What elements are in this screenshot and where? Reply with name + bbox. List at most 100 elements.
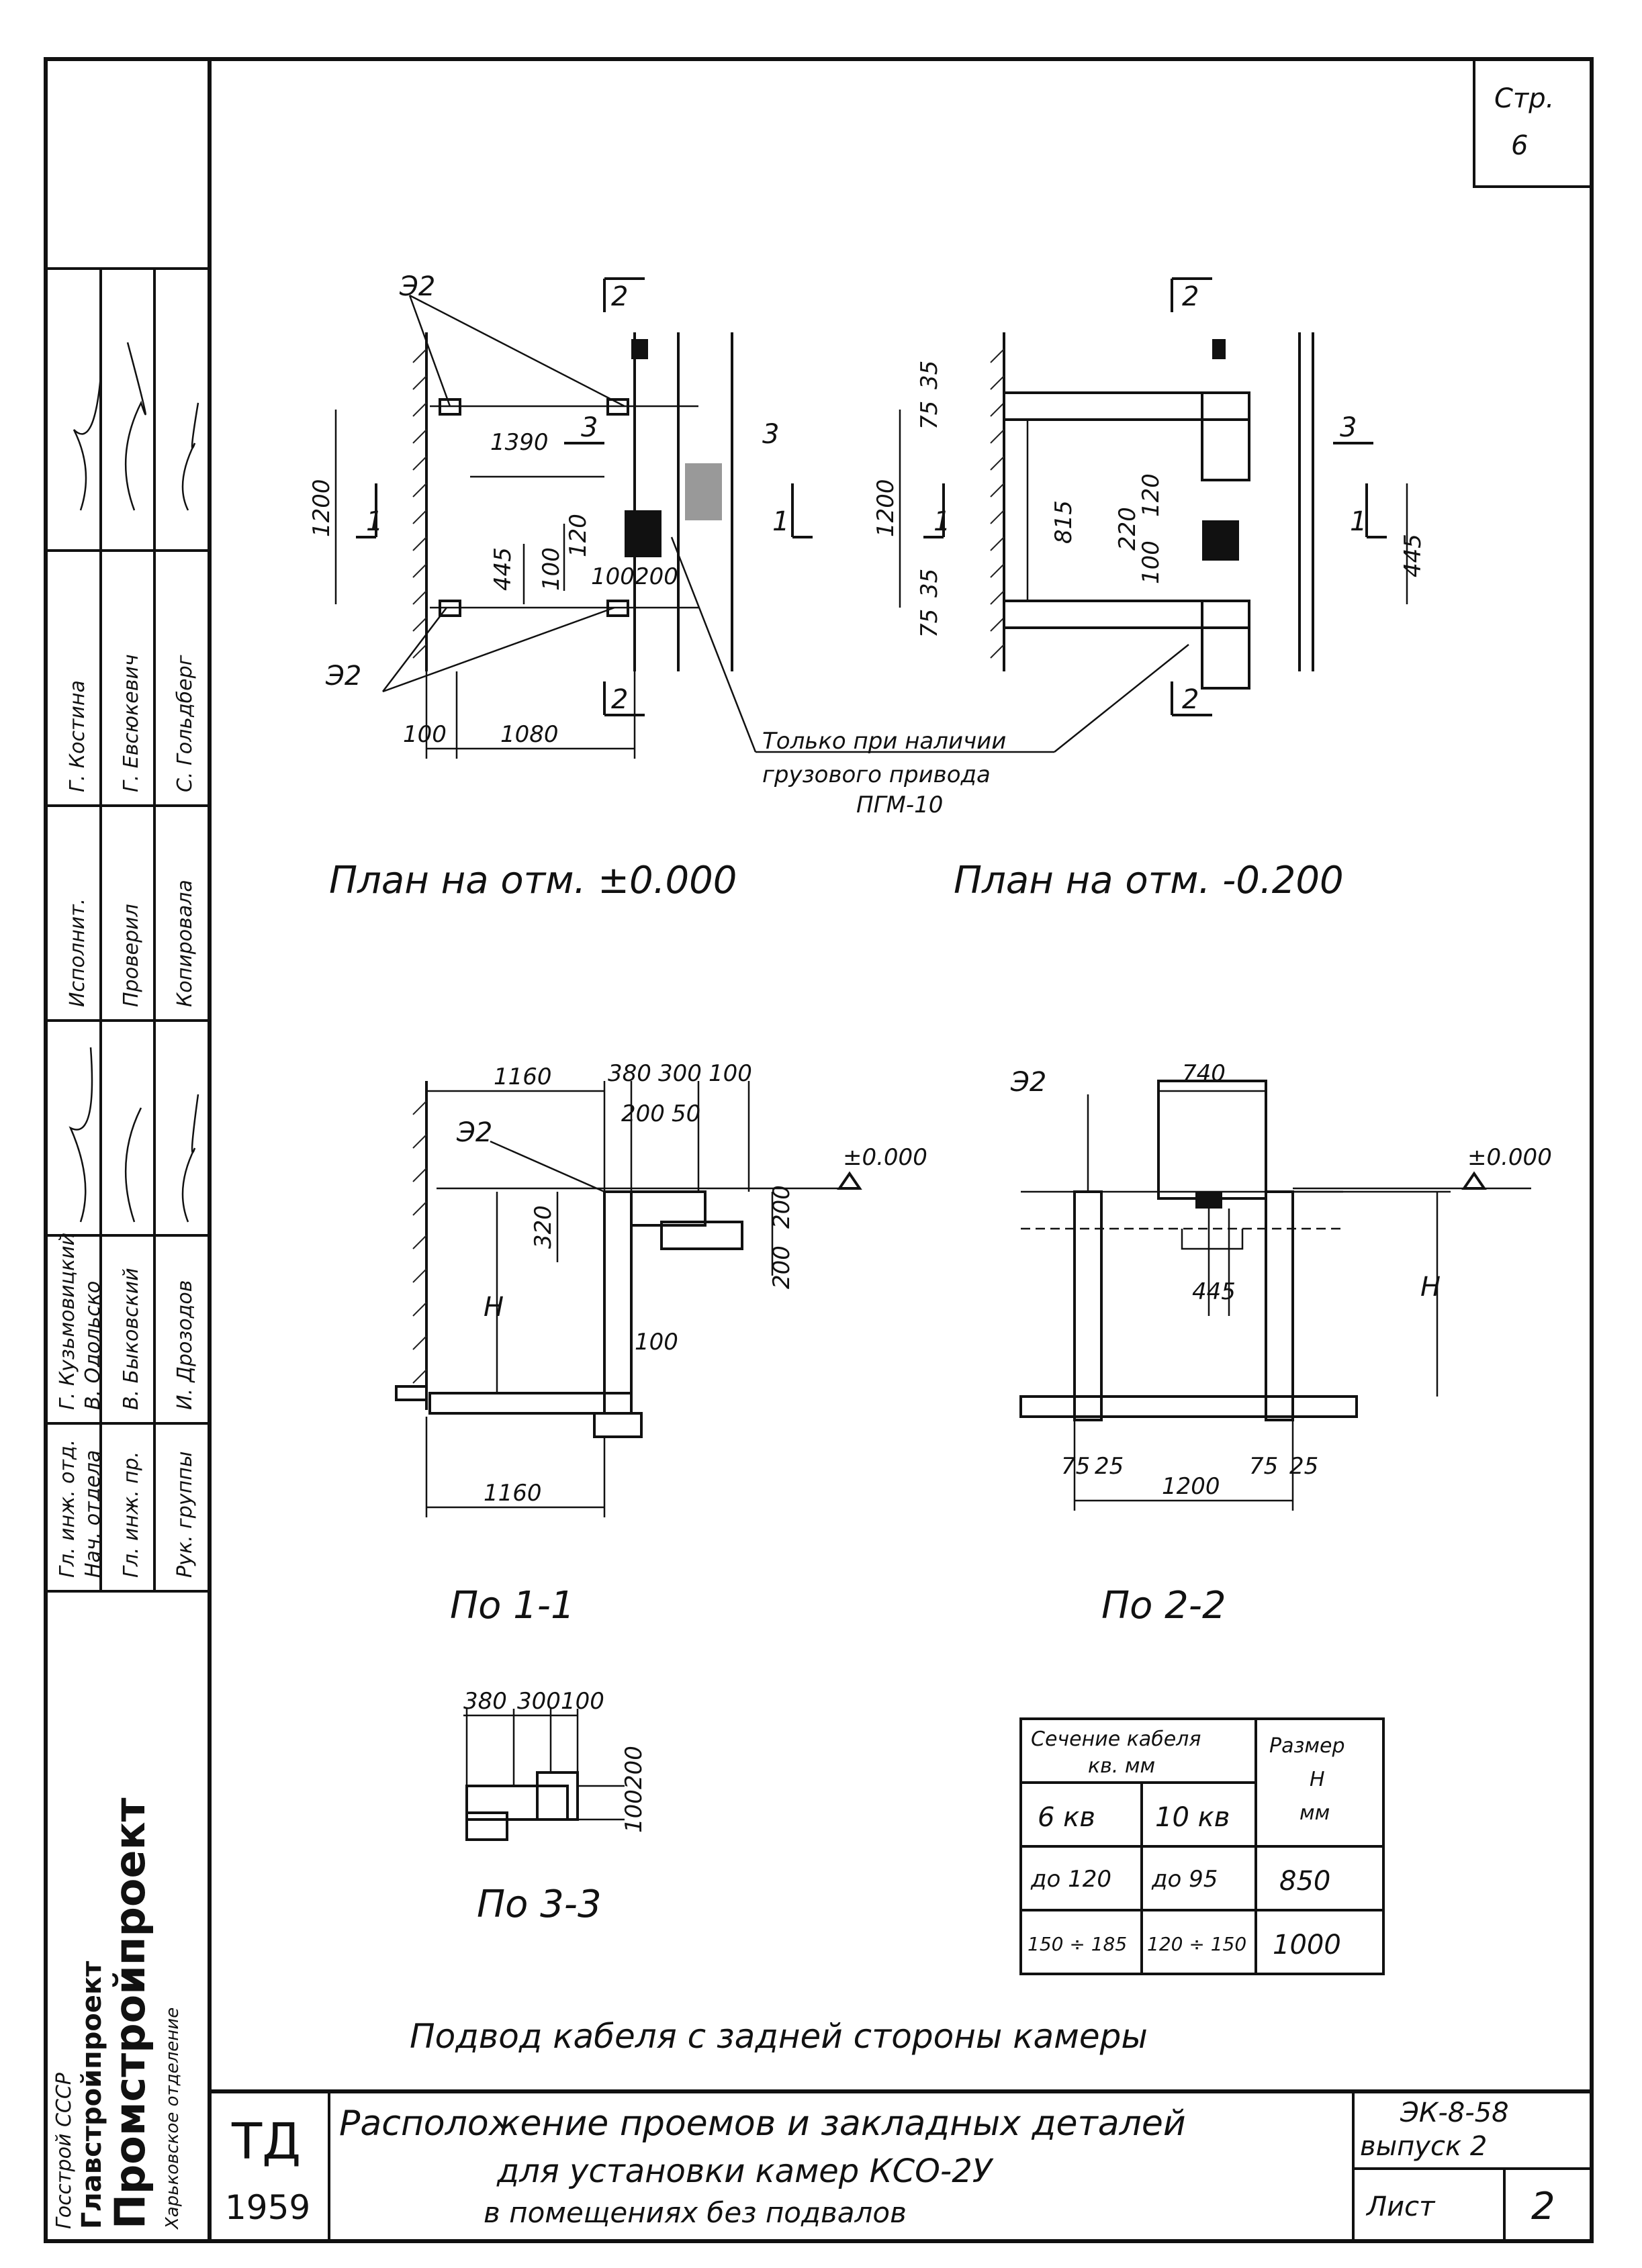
cable-table: Сечение кабеля кв. мм Размер H мм 6 кв 1…: [1019, 1717, 1385, 1975]
s11-dim-200b: 200: [768, 1185, 795, 1229]
s33-dim-200: 200: [621, 1746, 647, 1789]
pr-dim-445: 445: [1400, 534, 1426, 577]
s11-dim-200a: 200: [621, 1100, 665, 1127]
s11-dim-300: 300: [658, 1060, 702, 1087]
table-r2-c3: 1000: [1273, 1930, 1341, 1960]
pl-dim-445: 445: [490, 547, 516, 591]
pl-dim-1390: 1390: [490, 429, 549, 456]
pr-sec1-right: 1: [1350, 506, 1367, 537]
s33-dim-300: 300: [517, 1688, 561, 1715]
pr-sec2-top: 2: [1182, 281, 1199, 312]
note-line-1: Только при наличии: [762, 728, 1006, 755]
s11-dim-1160-bottom: 1160: [484, 1480, 542, 1507]
signature-group-lower: [69, 1047, 199, 1223]
pl-dim-100a: 100: [538, 547, 565, 591]
title-block: ТД 1959 Расположение проемов и закладных…: [210, 2089, 1592, 2241]
s22-dim-740: 740: [1182, 1060, 1226, 1087]
stamp-name-5: Г. Костина: [66, 680, 89, 792]
s33-dim-100b: 100: [621, 1789, 647, 1833]
title-code-1: ТД: [231, 2113, 301, 2171]
s22-label-e2: Э2: [1010, 1067, 1046, 1098]
stamp-role-6: Проверил: [120, 904, 143, 1007]
title-code-2: 1959: [225, 2188, 310, 2227]
table-r2-c1: 150 ÷ 185: [1028, 1933, 1127, 1955]
s22-level: ±0.000: [1467, 1144, 1552, 1171]
pr-dim-75a: 75: [916, 401, 943, 430]
table-header-left-1: Сечение кабеля: [1031, 1728, 1201, 1751]
s33-dim-100: 100: [561, 1688, 604, 1715]
title-sheet-number: 2: [1531, 2185, 1555, 2228]
stamp-role-2: Нач. отдела: [81, 1450, 105, 1578]
s11-dim-380: 380: [608, 1060, 651, 1087]
stamp-role-4: Рук. группы: [173, 1451, 197, 1578]
pl-dim-100b: 100: [591, 563, 635, 590]
plan-right-caption: План на отм. -0.200: [954, 859, 1344, 902]
table-sub-6kv: 6 кв: [1038, 1802, 1095, 1833]
sheet-ref-label: Стр.: [1494, 83, 1554, 114]
table-header-left-2: кв. мм: [1088, 1754, 1155, 1778]
stamp-name-3: В. Быковский: [120, 1268, 143, 1410]
s11-dim-320: 320: [530, 1205, 557, 1249]
s33-caption: По 3-3: [477, 1883, 602, 1926]
pr-dim-1200: 1200: [872, 479, 899, 537]
org-line-1: Госстрой СССР: [52, 2072, 76, 2229]
note-line-2: грузового привода: [762, 761, 991, 788]
title-sheet-label: Лист: [1365, 2191, 1436, 2222]
plan-top-left: Э2 Э2 1390 3 3 1200 1 1 445 100 120 100 …: [308, 271, 813, 902]
pl-sec1-left: 1: [366, 506, 383, 537]
pr-dim-35b: 35: [916, 569, 943, 598]
note-group: Только при наличии грузового привода ПГМ…: [670, 536, 1189, 818]
s22-dim-25b: 25: [1289, 1453, 1318, 1480]
s11-label-h: H: [484, 1292, 504, 1323]
title-line-3: в помещениях без подвалов: [484, 2196, 907, 2229]
sheet-ref-box: Стр. 6: [1473, 58, 1593, 188]
pr-dim-120: 120: [1138, 473, 1165, 517]
s22-label-h: H: [1420, 1272, 1441, 1303]
pl-dim-1080: 1080: [500, 721, 559, 748]
section-2-2: Э2 740 ±0.000 445 H 75 25 75 25 1200 По …: [1010, 1060, 1552, 1627]
org-line-3: Промстройпроект: [105, 1797, 154, 2229]
pr-sec2-bottom: 2: [1182, 684, 1199, 715]
stamp-role-1: Гл. инж. отд.: [56, 1439, 79, 1578]
pr-dim-100: 100: [1138, 540, 1165, 584]
plan-left-caption: План на отм. ±0.000: [329, 859, 737, 902]
stamp-name-1: Г. Кузьмовицкий: [56, 1233, 79, 1410]
pl-dim-1200: 1200: [308, 479, 335, 537]
pr-sec1-left: 1: [933, 506, 950, 537]
pl-sec2-top: 2: [611, 281, 628, 312]
stamp-role-5: Исполнит.: [66, 898, 89, 1007]
s11-label-e2: Э2: [456, 1117, 492, 1148]
pr-dim-35a: 35: [916, 361, 943, 389]
table-header-right-1: Размер: [1269, 1734, 1345, 1758]
pl-dim-120: 120: [565, 514, 592, 557]
stamp-role-7: Копировала: [173, 880, 197, 1007]
org-line-2: Главстройпроект: [77, 1960, 107, 2229]
org-line-4: Харьковское отделение: [163, 2007, 183, 2230]
stamp-name-4: И. Дрозодов: [173, 1280, 197, 1410]
table-r1-c1: до 120: [1030, 1866, 1111, 1893]
pr-dim-220: 220: [1114, 507, 1141, 551]
table-sub-10kv: 10 кв: [1155, 1802, 1230, 1833]
stamp-name-2: В. Одольско: [81, 1281, 105, 1410]
stamp-name-7: С. Гольдберг: [173, 655, 197, 792]
stamp-name-6: Г. Евсюкевич: [120, 654, 143, 792]
table-header-right-2: H: [1310, 1768, 1325, 1791]
s11-dim-200c: 200: [768, 1245, 795, 1289]
note-line-3: ПГМ-10: [856, 792, 943, 818]
s11-dim-1160-top: 1160: [494, 1064, 552, 1090]
s11-dim-100a: 100: [709, 1060, 752, 1087]
s11-caption: По 1-1: [450, 1584, 575, 1627]
s22-caption: По 2-2: [1101, 1584, 1226, 1627]
title-issue: выпуск 2: [1360, 2131, 1487, 2162]
section-3-3: 380 300 100 200 100 По 3-3: [463, 1688, 647, 1926]
plan-top-right: 2 2 35 75 35 75 1200 1 1 815 220 120 100…: [872, 277, 1426, 902]
s22-dim-25a: 25: [1095, 1453, 1124, 1480]
title-series: ЭК-8-58: [1400, 2097, 1509, 2128]
s22-dim-445: 445: [1192, 1278, 1236, 1305]
s22-dim-1200: 1200: [1162, 1473, 1220, 1500]
pl-sec3-right: 3: [762, 419, 779, 450]
table-r1-c3: 850: [1279, 1866, 1330, 1897]
signature-group-upper: [73, 342, 199, 511]
title-line-2: для установки камер КСО-2У: [496, 2153, 994, 2190]
